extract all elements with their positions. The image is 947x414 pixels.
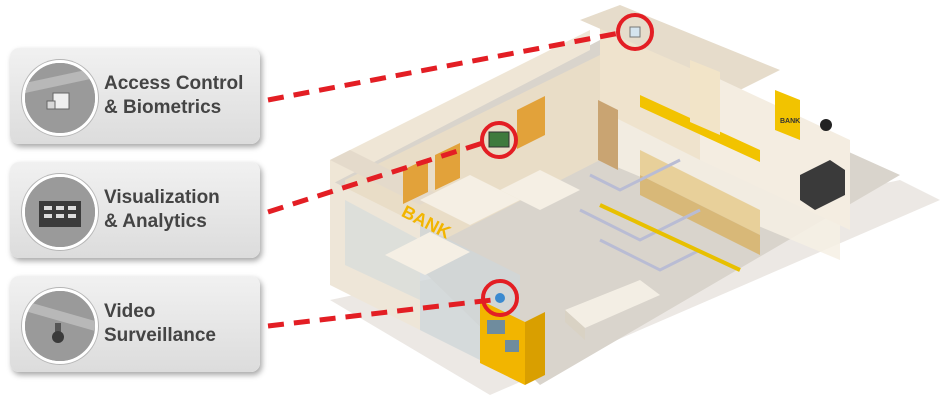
poster-1 [403, 158, 428, 204]
floor-line [599, 203, 741, 272]
queue-rail-2 [579, 208, 701, 242]
connector-analytics [267, 137, 493, 215]
feature-title-line1: Video [104, 301, 156, 322]
desk-2 [500, 170, 580, 210]
back-room-top [580, 5, 780, 90]
desk-1 [420, 175, 520, 225]
feature-title-line2: Surveillance [104, 325, 216, 346]
feature-card-access: Access Control & Biometrics [10, 48, 260, 144]
shelf [690, 60, 720, 135]
feature-card-analytics: Visualization & Analytics [10, 162, 260, 258]
yellow-stripe [640, 95, 760, 162]
highlight-access [616, 13, 654, 51]
small-bank-sign: BANK [780, 118, 801, 125]
copier [800, 160, 845, 210]
feature-title-line1: Visualization [104, 187, 220, 208]
desk-3 [385, 232, 470, 275]
sofa [565, 280, 660, 328]
poster-4 [775, 90, 800, 140]
front-glass-frame [345, 200, 420, 300]
queue-rail-1 [589, 158, 681, 192]
security-camera-icon [22, 288, 98, 364]
wall-clock [820, 119, 832, 131]
feature-title-line1: Access Control [104, 73, 244, 94]
back-room-wall [600, 20, 700, 160]
back-wall-left [330, 30, 590, 185]
connector-video [267, 297, 493, 329]
highlight-video [481, 279, 519, 317]
feature-card-video: Video Surveillance [10, 276, 260, 372]
poster-3 [517, 96, 545, 149]
back-door [598, 100, 618, 170]
fingerprint-scanner-icon [22, 60, 98, 136]
feature-title-line2: & Analytics [104, 211, 207, 232]
connector-access [267, 29, 626, 103]
teller-counter-front [640, 175, 760, 255]
analytics-monitor-icon [22, 174, 98, 250]
atm-column-side [525, 312, 545, 385]
teller-counter [640, 150, 760, 235]
atm-screen-2 [505, 340, 519, 352]
atm-screen-1 [487, 320, 505, 334]
queue-rail-3 [599, 238, 701, 272]
feature-title-line2: & Biometrics [104, 97, 222, 118]
sofa-front [565, 310, 585, 340]
highlight-analytics [480, 121, 518, 159]
